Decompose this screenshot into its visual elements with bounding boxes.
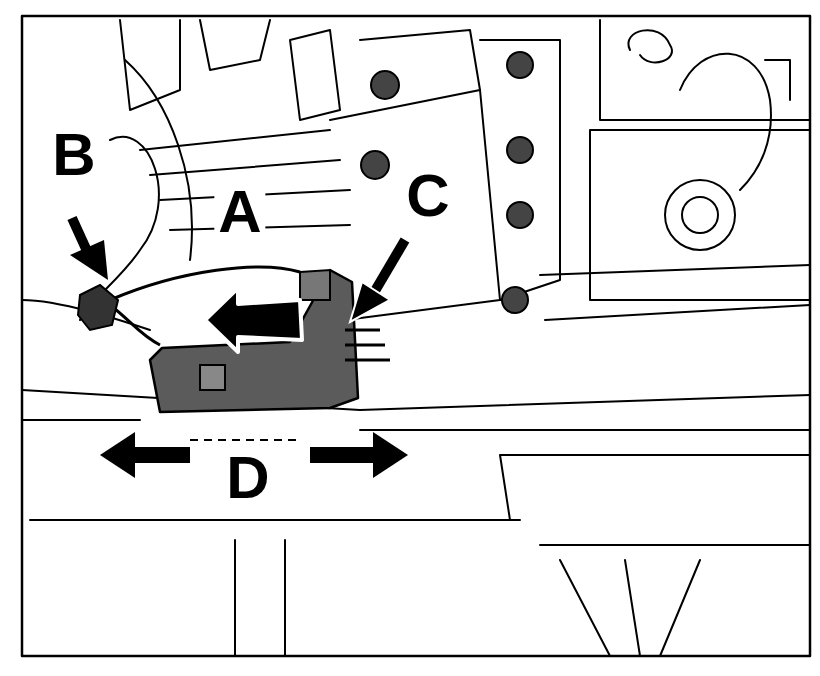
callout-letter: C xyxy=(402,166,453,226)
callout-letter: B xyxy=(48,125,99,185)
callout-letter: D xyxy=(222,448,273,508)
callout-letter: A xyxy=(214,182,265,242)
